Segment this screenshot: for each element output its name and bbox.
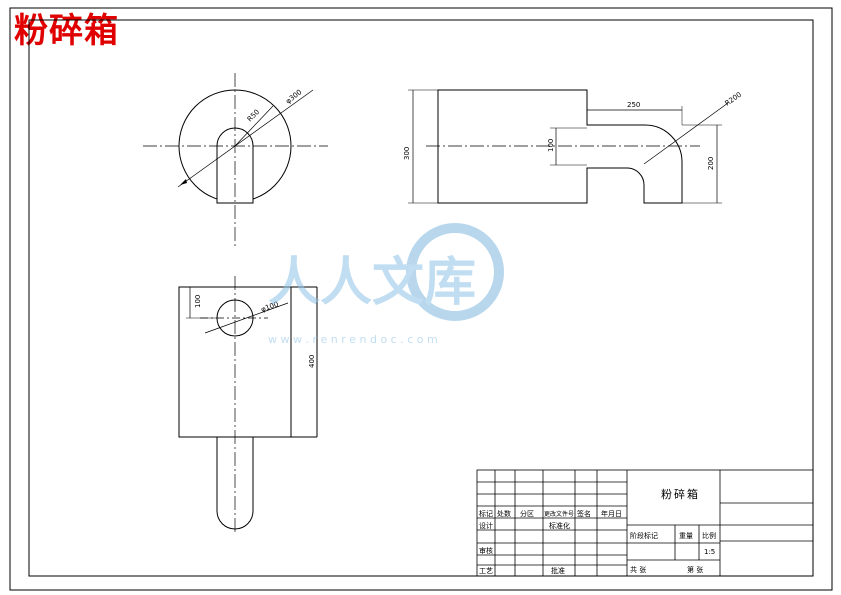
top-view: [178, 276, 318, 535]
watermark-url: w w w . r e n r e n d o c . c o m: [268, 333, 438, 346]
tb-role-standardize: 标准化: [549, 521, 570, 530]
front-dia-leader: [177, 89, 314, 188]
title-block: [476, 469, 814, 577]
front-radius-leader: [234, 105, 274, 147]
top-hole-leader: [204, 302, 289, 334]
side-view: [408, 89, 729, 204]
front-dim-outer-dia: φ300: [284, 88, 303, 105]
watermark-text: 人人文库: [268, 253, 476, 313]
tb-rev-label-4: 签名: [577, 509, 591, 518]
tb-total-label: 共 张: [630, 565, 646, 574]
side-dim-slot: 100: [547, 139, 555, 152]
watermark-logo-icon: [406, 223, 504, 321]
tb-rev-label-3: 更改文件号: [544, 510, 574, 518]
side-dim-len: 250: [627, 101, 640, 109]
tb-rev-label-2: 分区: [520, 509, 534, 518]
tb-rev-label-5: 年月日: [601, 509, 622, 518]
side-dim-radius: R200: [724, 91, 744, 108]
outer-border: [9, 7, 833, 591]
tb-drawing-name: 粉碎箱: [661, 487, 700, 501]
tb-sheet-label: 第 张: [687, 565, 703, 574]
tb-scale-value: 1:5: [704, 548, 715, 556]
side-dim-right: 200: [707, 157, 715, 170]
side-dim-height: 300: [403, 147, 411, 160]
tb-rev-label-0: 标记: [479, 509, 493, 518]
tb-stage-label: 阶段标记: [630, 531, 658, 540]
top-dim-offset: 100: [194, 295, 202, 308]
tb-scale-label: 比例: [702, 531, 716, 540]
side-radius-leader: [643, 102, 729, 165]
tb-role-design: 设计: [479, 521, 493, 530]
tb-role-approve: 批准: [551, 566, 565, 575]
front-arrow: [180, 179, 187, 185]
inner-border: [28, 19, 814, 577]
front-view: [143, 73, 328, 248]
tb-weight-label: 重量: [679, 532, 693, 540]
tb-role-check: 审核: [479, 546, 493, 555]
side-outline: [437, 89, 683, 204]
tb-role-process: 工艺: [479, 567, 493, 575]
tb-rev-label-1: 处数: [497, 509, 511, 518]
watermark: 人人文库 w w w . r e n r e n d o c . c o m: [268, 223, 504, 346]
top-dim-height: 400: [308, 355, 316, 368]
title-block-frame: [476, 469, 814, 577]
